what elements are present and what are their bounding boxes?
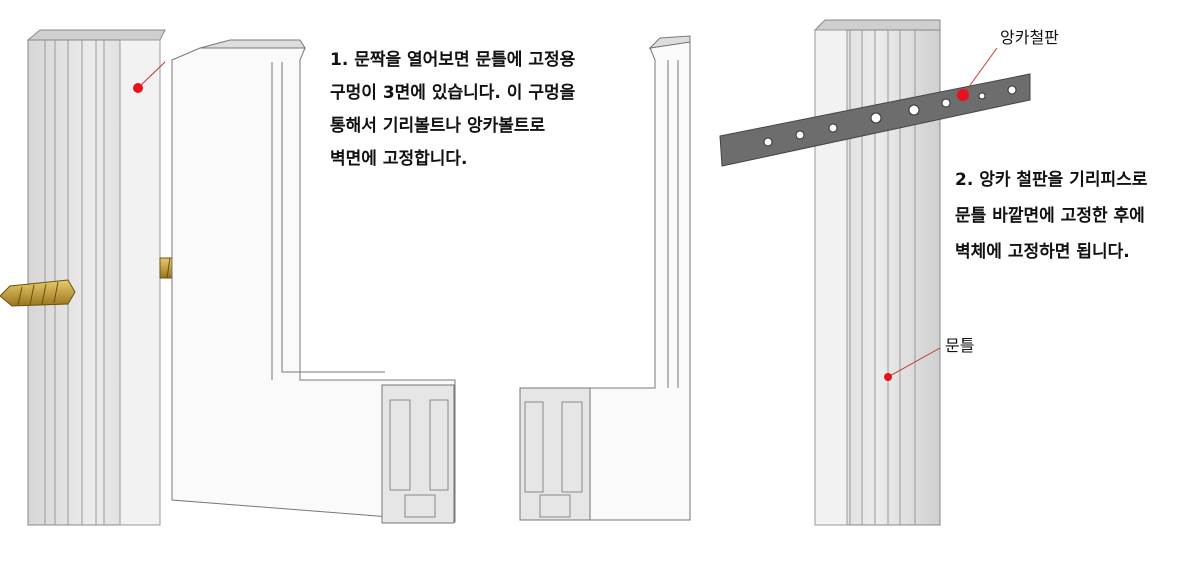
right-door-sash (519, 35, 691, 521)
left-door-sash (171, 39, 456, 524)
step1-line: 구멍이 3면에 있습니다. 이 구멍을 (330, 83, 576, 103)
step2-line: 2. 앙카 철판을 기리피스로 (955, 170, 1148, 190)
step2-line: 문틀 바깥면에 고정한 후에 (955, 206, 1145, 226)
marker-anchor-plate (957, 47, 998, 101)
marker-left-frame (133, 61, 166, 93)
step1-line: 1. 문짝을 열어보면 문틀에 고정용 (330, 50, 576, 70)
step1-line: 벽면에 고정합니다. (330, 149, 468, 169)
anchor-plate (719, 73, 1031, 167)
left-door-frame (26, 29, 166, 526)
drill-screw-icon (0, 279, 76, 307)
marker-door-frame (884, 347, 941, 381)
step2-instructions: 2. 앙카 철판을 기리피스로 문틀 바깥면에 고정한 후에 벽체에 고정하면 … (955, 162, 1147, 270)
step1-instructions: 1. 문짝을 열어보면 문틀에 고정용 구멍이 3면에 있습니다. 이 구멍을 … (330, 44, 575, 176)
step1-line: 통해서 기리볼트나 앙카볼트로 (330, 116, 546, 136)
anchor-plate-label: 앙카철판 (1000, 28, 1059, 47)
door-frame-label: 문틀 (945, 336, 975, 355)
step2-line: 벽체에 고정하면 됩니다. (955, 242, 1130, 262)
